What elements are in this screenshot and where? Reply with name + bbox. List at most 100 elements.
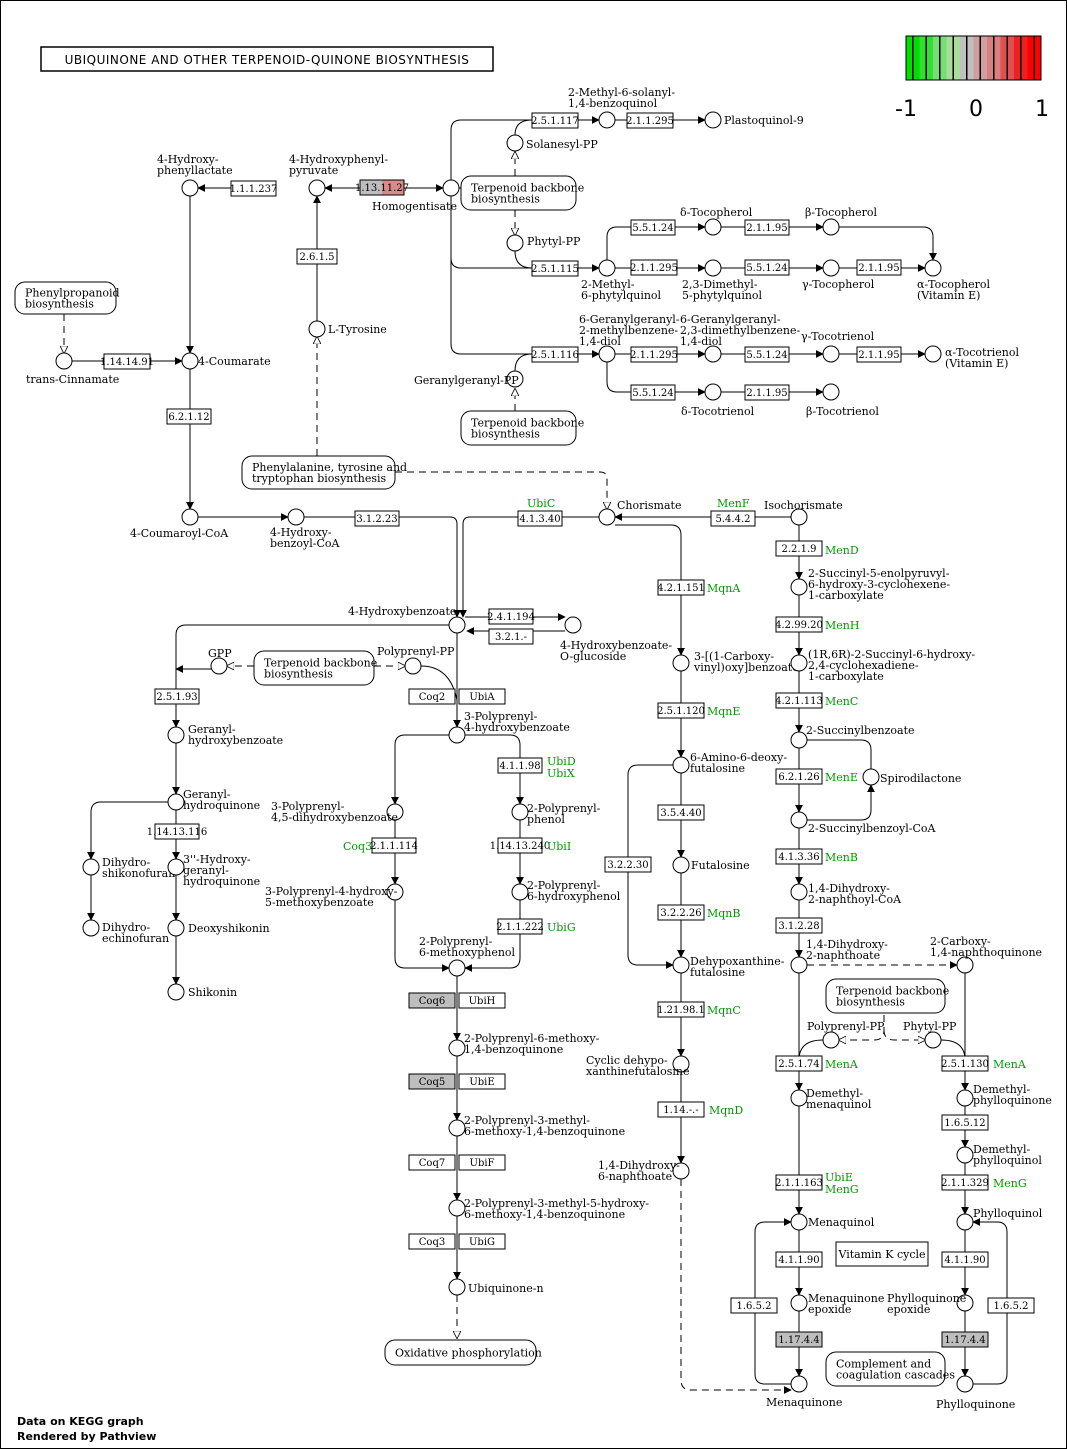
compound-node[interactable]: Geranyl-hydroquinone	[167, 788, 260, 812]
enzyme-box[interactable]: 2.5.1.116	[531, 346, 579, 363]
compound-circle[interactable]	[448, 959, 466, 977]
compound-node[interactable]: 4-Hydroxybenzoate-O-glucoside	[560, 616, 672, 663]
compound-circle[interactable]	[448, 1278, 466, 1296]
compound-node[interactable]: β-Tocotrienol	[806, 383, 879, 418]
compound-circle[interactable]	[210, 657, 228, 675]
compound-node[interactable]: 2-Polyprenyl-6-methoxy-1,4-benzoquinone	[448, 1032, 600, 1057]
enzyme-box[interactable]: 1.14.14.91	[100, 353, 154, 370]
enzyme-box[interactable]: 1.1.1.237	[230, 180, 278, 197]
compound-node[interactable]: 4-Hydroxy-benzoyl-CoA	[270, 508, 341, 550]
compound-circle[interactable]	[598, 508, 616, 526]
compound-node[interactable]: 2-Polyprenyl-6-hydroxyphenol	[511, 879, 621, 903]
compound-circle[interactable]	[82, 919, 100, 937]
enzyme-box[interactable]: 1.14.13.240	[490, 837, 550, 854]
compound-circle[interactable]	[822, 383, 840, 401]
compound-node[interactable]: Phylloquinol	[956, 1207, 1043, 1231]
compound-circle[interactable]	[790, 1294, 808, 1312]
enzyme-box[interactable]: 1.13.11.27	[355, 179, 409, 196]
compound-circle[interactable]	[790, 811, 808, 829]
enzyme-box[interactable]: 1.14.13.116	[147, 823, 207, 840]
compound-circle[interactable]	[790, 883, 808, 901]
compound-node[interactable]: Polyprenyl-PP	[377, 645, 455, 675]
compound-node[interactable]: 3-Polyprenyl-4,5-dihydroxybenzoate	[271, 800, 404, 824]
compound-circle[interactable]	[55, 352, 73, 370]
compound-node[interactable]: 4-Coumaroyl-CoA	[130, 508, 229, 540]
compound-node[interactable]: 3''-Hydroxy-geranyl-hydroquinone	[167, 853, 260, 888]
compound-node[interactable]: Ubiquinone-n	[448, 1278, 544, 1296]
enzyme-box[interactable]: 3.2.2.30	[604, 856, 652, 873]
compound-circle[interactable]	[448, 1199, 466, 1217]
compound-node[interactable]: Demethyl-menaquinol	[790, 1087, 872, 1111]
compound-node[interactable]: 6-Amino-6-deoxy-futalosine	[672, 751, 787, 775]
compound-circle[interactable]	[404, 657, 422, 675]
compound-circle[interactable]	[790, 956, 808, 974]
enzyme-box[interactable]: 2.6.1.5	[296, 248, 338, 265]
compound-circle[interactable]	[672, 1162, 690, 1180]
compound-node[interactable]: Demethyl-phylloquinone	[956, 1083, 1052, 1107]
enzyme-box[interactable]: 2.1.1.114	[370, 837, 418, 854]
enzyme-box[interactable]: 4.1.1.90	[775, 1251, 823, 1268]
compound-circle[interactable]	[790, 1089, 808, 1107]
compound-node[interactable]: Cyclic dehypo-xanthinefutalosine	[586, 1054, 690, 1078]
enzyme-box[interactable]: 1.6.5.12	[941, 1114, 989, 1131]
enzyme-box[interactable]: 4.2.1.113	[775, 692, 823, 709]
compound-node[interactable]: 2-Succinylbenzoyl-CoA	[790, 811, 937, 835]
compound-circle[interactable]	[956, 1089, 974, 1107]
enzyme-box[interactable]: 4.2.1.151	[657, 579, 705, 596]
enzyme-box[interactable]: 5.5.1.24	[630, 219, 676, 236]
compound-node[interactable]: Demethyl-phylloquinol	[956, 1143, 1042, 1167]
enzyme-box[interactable]: 2.1.1.95	[744, 384, 790, 401]
compound-circle[interactable]	[167, 793, 185, 811]
compound-node[interactable]: 2,3-Dimethyl-5-phytylquinol	[682, 259, 763, 302]
enzyme-box[interactable]: 3.2.1.-	[488, 628, 534, 645]
compound-circle[interactable]	[790, 578, 808, 596]
compound-node[interactable]: trans-Cinnamate	[26, 352, 119, 386]
compound-node[interactable]: 2-Methyl-6-phytylquinol	[581, 259, 662, 302]
compound-circle[interactable]	[924, 345, 942, 363]
compound-circle[interactable]	[790, 654, 808, 672]
compound-circle[interactable]	[448, 1039, 466, 1057]
compound-circle[interactable]	[956, 1146, 974, 1164]
compound-circle[interactable]	[287, 508, 305, 526]
compound-node[interactable]: Geranylgeranyl-PP	[414, 370, 524, 388]
compound-node[interactable]: Isochorismate	[764, 499, 843, 526]
compound-circle[interactable]	[506, 134, 524, 152]
compound-node[interactable]: 2-Polyprenyl-6-methoxyphenol	[419, 935, 516, 977]
enzyme-box[interactable]: 2.1.1.222	[496, 918, 544, 935]
compound-circle[interactable]	[448, 1119, 466, 1137]
enzyme-box[interactable]: 5.5.1.24	[630, 384, 676, 401]
enzyme-box[interactable]: UbiG	[458, 1233, 506, 1250]
compound-circle[interactable]	[956, 1213, 974, 1231]
compound-node[interactable]: 1,4-Dihydroxy-2-naphthoate	[790, 938, 888, 974]
compound-circle[interactable]	[956, 1375, 974, 1393]
enzyme-box[interactable]: 2.1.1.163	[775, 1174, 823, 1191]
compound-node[interactable]: Phytyl-PP	[506, 234, 581, 252]
compound-node[interactable]: Futalosine	[672, 856, 750, 874]
enzyme-box[interactable]: 3.1.2.28	[775, 917, 823, 934]
compound-circle[interactable]	[924, 259, 942, 277]
enzyme-box[interactable]: 4.1.1.90	[941, 1251, 989, 1268]
enzyme-box[interactable]: 2.1.1.95	[744, 219, 790, 236]
enzyme-box[interactable]: 6.2.1.12	[166, 408, 212, 425]
compound-node[interactable]: α-Tocotrienol(Vitamin E)	[924, 345, 1019, 370]
enzyme-box[interactable]: 2.1.1.295	[630, 346, 678, 363]
enzyme-box[interactable]: 4.1.3.40	[517, 510, 563, 527]
enzyme-box[interactable]: 2.2.1.9	[775, 540, 823, 557]
compound-node[interactable]: Spirodilactone	[862, 768, 961, 786]
compound-circle[interactable]	[790, 508, 808, 526]
compound-circle[interactable]	[598, 259, 616, 277]
enzyme-box[interactable]: 5.5.1.24	[744, 346, 790, 363]
compound-circle[interactable]	[511, 883, 529, 901]
compound-circle[interactable]	[672, 956, 690, 974]
compound-node[interactable]: 4-Hydroxy-phenyllactate	[157, 153, 233, 197]
compound-circle[interactable]	[598, 111, 616, 129]
compound-circle[interactable]	[790, 1213, 808, 1231]
compound-node[interactable]: Dehypoxanthine-futalosine	[672, 955, 785, 979]
compound-circle[interactable]	[822, 259, 840, 277]
compound-node[interactable]: 4-Coumarate	[181, 352, 271, 370]
compound-node[interactable]: Dihydro-shikonofuran	[82, 856, 175, 880]
enzyme-box[interactable]: 5.4.4.2	[710, 510, 756, 527]
compound-circle[interactable]	[308, 179, 326, 197]
